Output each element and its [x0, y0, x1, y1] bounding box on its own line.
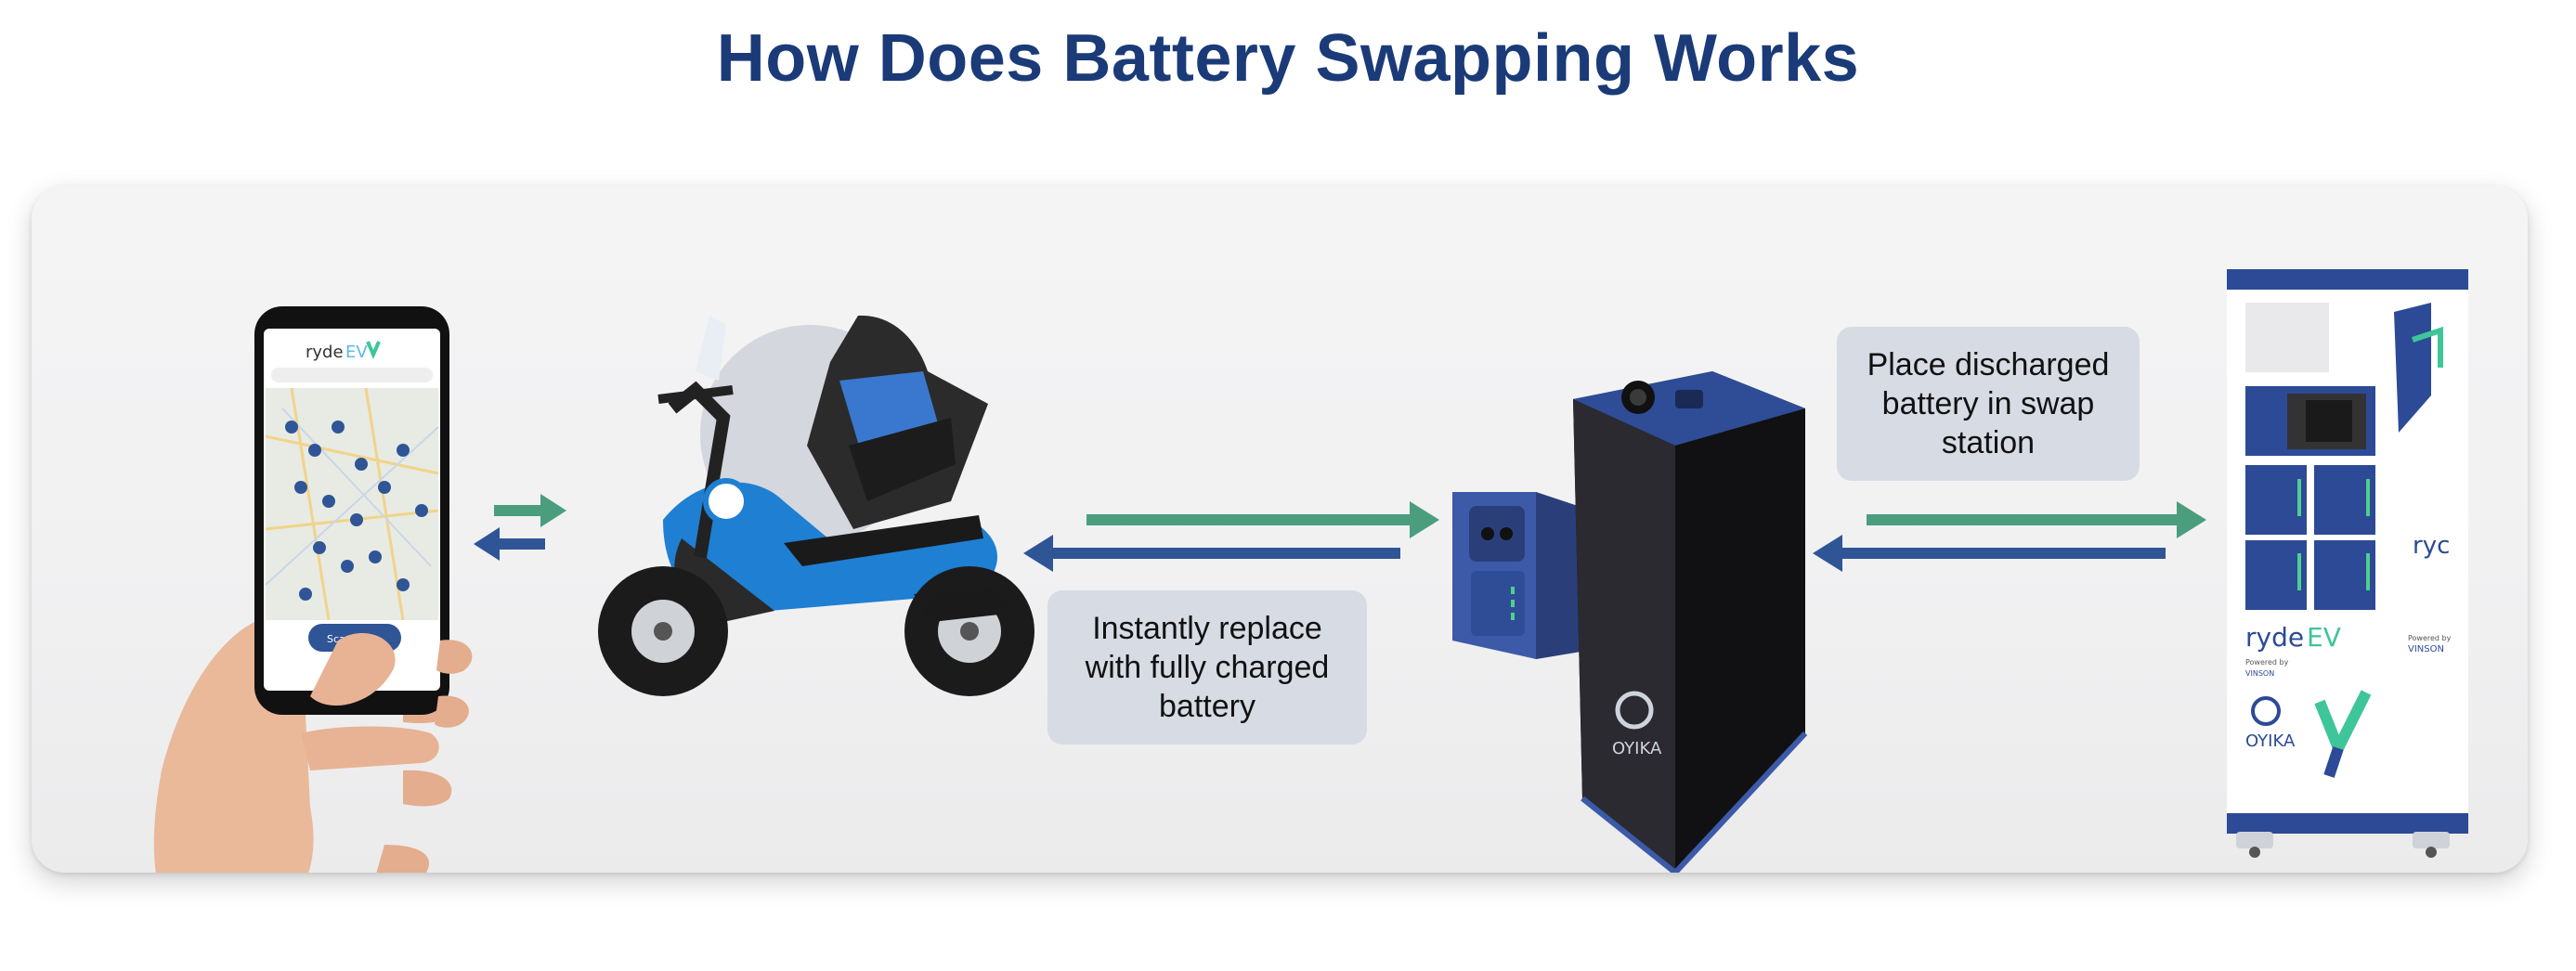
station-vinson-left: VINSON [2245, 669, 2274, 678]
small-double-arrow [474, 494, 566, 561]
scooter-illustration [598, 316, 1034, 696]
diagram-card: ryde EV Scan Code [32, 186, 2528, 873]
station-vinson-right: VINSON [2408, 644, 2444, 654]
instant-replace-label: Instantly replace with fully charged bat… [1047, 590, 1367, 744]
station-powered-by: Powered by [2245, 658, 2289, 667]
phone-brand-suffix: EV [345, 343, 368, 362]
station-brand-suffix: EV [2307, 622, 2341, 653]
arrows-battery-station [1813, 501, 2206, 572]
arrows-scooter-battery [1023, 501, 1439, 572]
phone-brand-prefix: ryde [306, 343, 344, 362]
page-title: How Does Battery Swapping Works [716, 21, 1860, 96]
station-brand-prefix: ryde [2245, 622, 2304, 653]
station-powered-by-right: Powered by [2408, 634, 2452, 642]
station-side-brand: ryc [2413, 532, 2450, 560]
hand-phone-illustration: ryde EV Scan Code [153, 306, 473, 873]
battery-oyika-label: OYIKA [1612, 739, 1662, 758]
station-oyika-label: OYIKA [2245, 731, 2296, 751]
place-discharged-label: Place discharged battery in swap station [1837, 327, 2140, 481]
battery-illustration: OYIKA [1452, 371, 1808, 873]
swap-station-illustration: ryc ryde EV Powered by VINSON Powered by… [2227, 269, 2468, 858]
